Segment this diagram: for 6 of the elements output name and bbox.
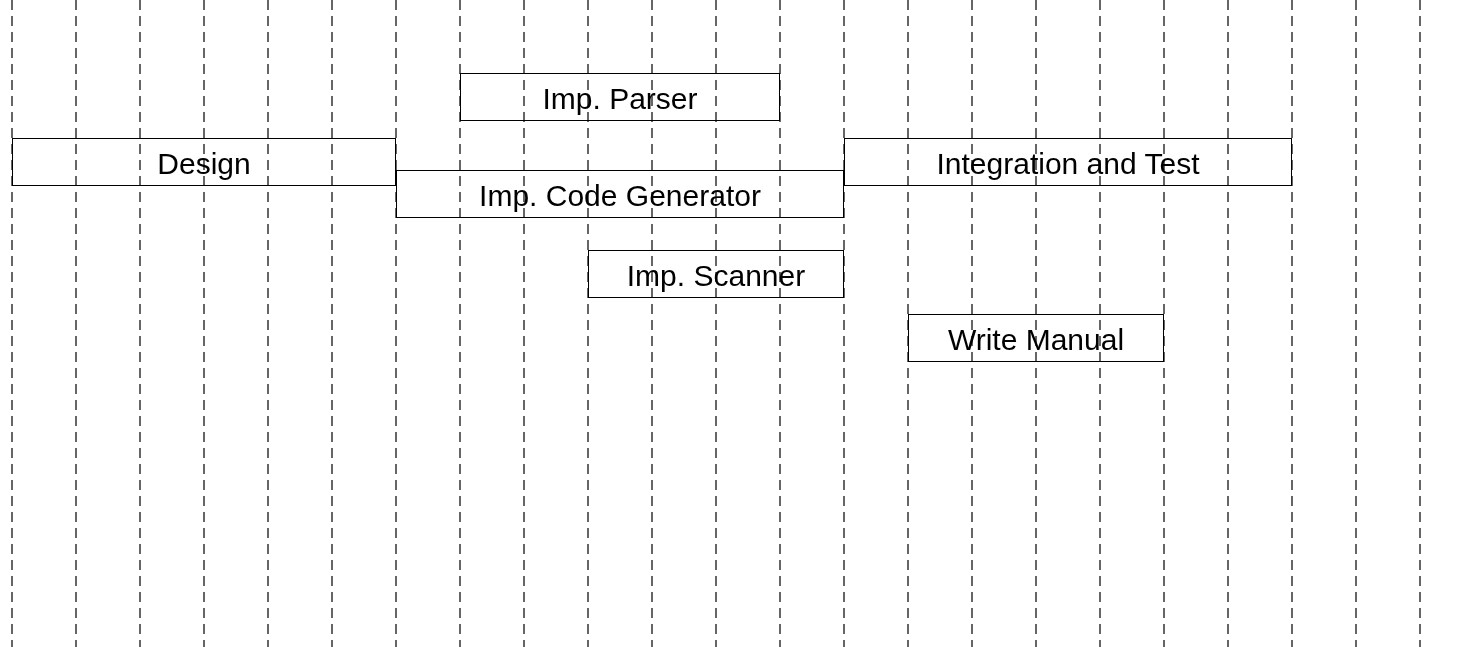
task-bar: Write Manual (908, 314, 1164, 362)
task-bar: Imp. Code Generator (396, 170, 844, 218)
task-bar: Design (12, 138, 396, 186)
task-bar: Integration and Test (844, 138, 1292, 186)
task-bar: Imp. Parser (460, 73, 780, 121)
task-bar: Imp. Scanner (588, 250, 844, 298)
